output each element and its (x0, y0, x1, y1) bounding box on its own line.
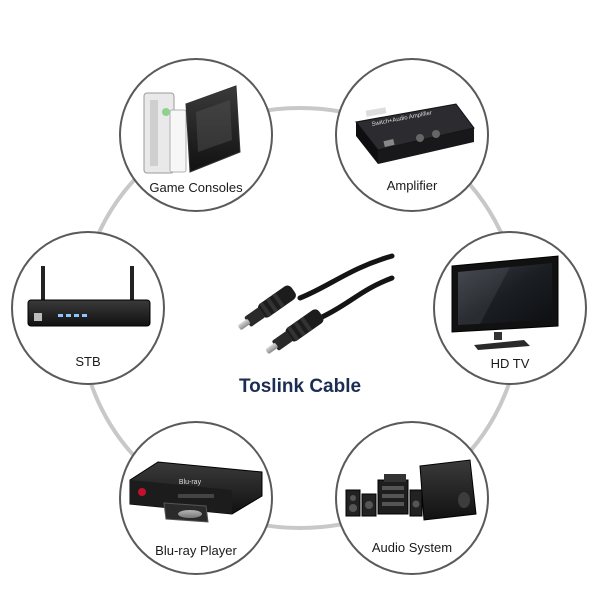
node-label: STB (75, 354, 100, 369)
toslink-cable-icon (238, 253, 395, 354)
speaker-system-icon (345, 459, 477, 521)
node-label: Blu-ray Player (155, 543, 237, 558)
node-amplifier: Switch+Audio Amplifier Amplifier (335, 58, 489, 212)
node-stb: STB (11, 231, 165, 385)
node-game-consoles: Game Consoles (119, 58, 273, 212)
node-label: Amplifier (387, 178, 438, 193)
tv-icon (451, 255, 559, 350)
set-top-box-icon (27, 266, 151, 327)
node-hd-tv: HD TV (433, 231, 587, 385)
center-title: Toslink Cable (239, 376, 361, 397)
node-audio-system: Audio System (335, 421, 489, 575)
game-console-icon (143, 85, 241, 174)
node-label: Game Consoles (149, 180, 243, 195)
node-label: Audio System (372, 540, 452, 555)
bluray-player-icon: Blu-ray (129, 461, 263, 523)
node-bluray: Blu-ray Blu-ray Player (119, 421, 273, 575)
node-label: HD TV (491, 356, 530, 371)
bluray-panel-text: Blu-ray (179, 479, 202, 486)
